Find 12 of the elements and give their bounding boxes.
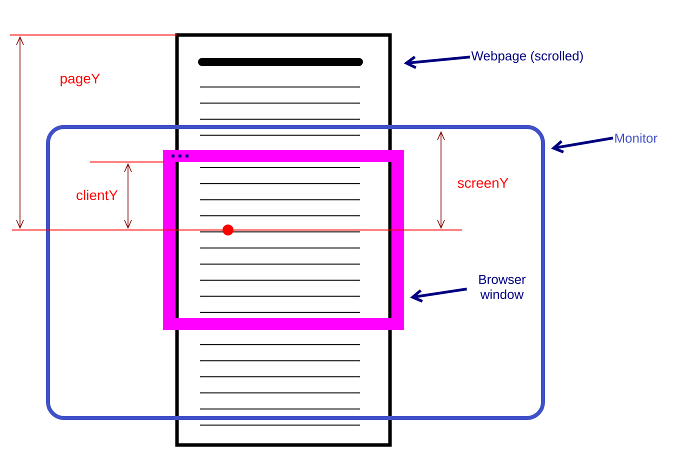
dimension-label: clientY	[76, 190, 118, 200]
arrow	[551, 136, 614, 154]
node-label: Browser window	[479, 274, 526, 300]
arrow	[404, 56, 470, 70]
node-label: Monitor	[615, 133, 658, 143]
node-label: Webpage (scrolled)	[471, 50, 583, 64]
dimension-label: screenY	[458, 178, 508, 188]
browser-window-frame	[163, 150, 404, 330]
monitor-frame	[46, 125, 545, 420]
webpage-drawing	[175, 33, 392, 447]
dimension-label: pageY	[60, 74, 100, 86]
arrow	[410, 288, 468, 303]
